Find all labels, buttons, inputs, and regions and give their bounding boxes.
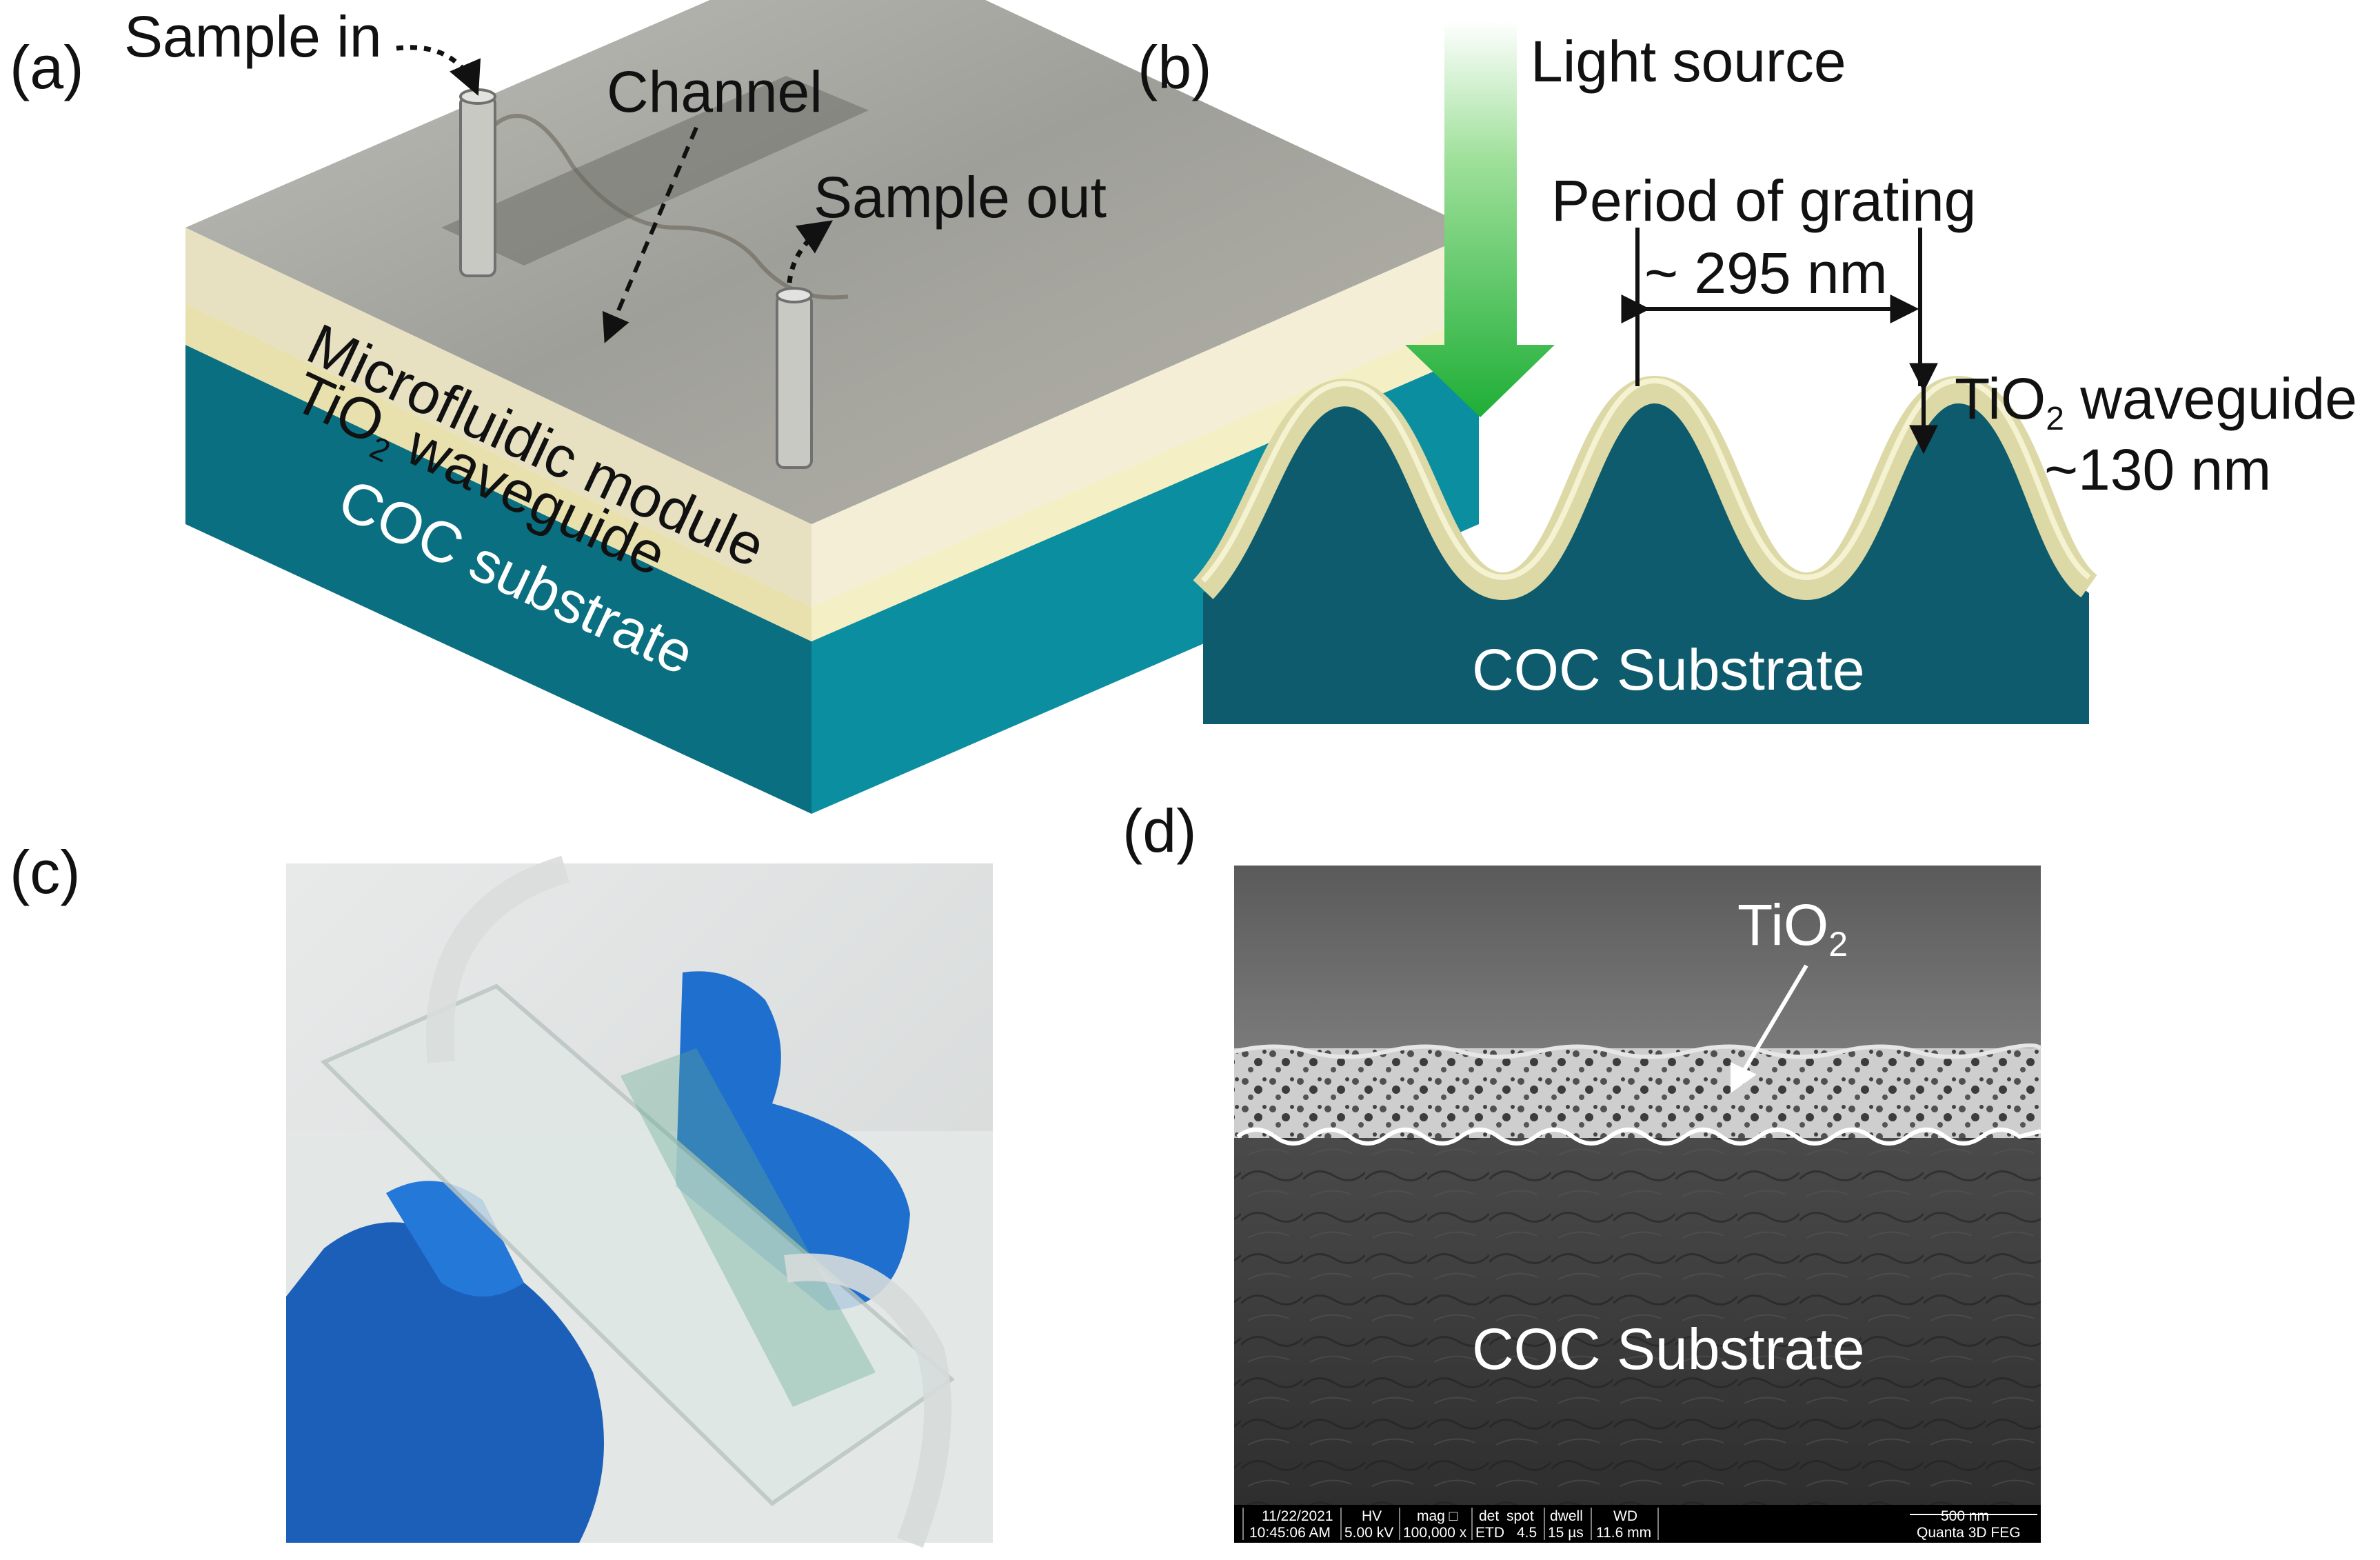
- sample-out-arrow: [787, 220, 834, 283]
- sem-time: 10:45:06 AM: [1249, 1525, 1331, 1541]
- sem-hv-label: HV: [1362, 1508, 1382, 1524]
- microfluidic-module-front: [811, 231, 1479, 607]
- sem-dwell: 15 µs: [1548, 1525, 1584, 1541]
- panel-b-label: (b): [1138, 33, 1212, 101]
- period-value-label: ~ 295 nm: [1644, 241, 1888, 306]
- panel-c: (c): [10, 838, 993, 1548]
- panel-b: (b) Light source COC Substrate Period of…: [1138, 21, 2357, 724]
- coc-substrate-side: [185, 345, 811, 814]
- sem-tio2-pointer-head: [1731, 1062, 1757, 1093]
- panel-c-label: (c): [10, 838, 81, 906]
- sem-instrument: Quanta 3D FEG: [1917, 1525, 2021, 1541]
- panel-d-label: (d): [1122, 797, 1197, 865]
- thickness-value-label: ~130 nm: [2044, 437, 2271, 502]
- sem-det-label: det: [1479, 1508, 1499, 1524]
- tio2-grating-highlight: [1201, 377, 2091, 583]
- tio2-layer-side: [185, 303, 811, 641]
- channel-wave-crest: [481, 114, 849, 300]
- light-source-arrow: [1405, 21, 1555, 417]
- sem-databar: [1234, 1505, 2041, 1543]
- sem-tio2-layer: [1234, 1048, 2041, 1138]
- channel-arrow: [602, 126, 698, 343]
- period-of-grating-label: Period of grating: [1551, 168, 1976, 233]
- sem-tio2-label: TiO2: [1737, 892, 1848, 963]
- sem-spot: 4.5: [1517, 1525, 1537, 1541]
- microfluidic-module-top: [185, 0, 1479, 524]
- sem-databar-cells: 11/22/2021 10:45:06 AM HV 5.00 kV mag □ …: [1242, 1508, 2037, 1541]
- inlet-tube: [459, 95, 496, 277]
- sample-out-label: Sample out: [814, 165, 1107, 230]
- tio2-grating-coating: [1193, 376, 2098, 600]
- outlet-tube: [776, 294, 813, 469]
- outlet-tubing: [784, 1253, 951, 1548]
- sem-scale-label: 500 nm: [1941, 1508, 1989, 1524]
- sample-in-label: Sample in: [124, 4, 382, 69]
- sem-tio2-surface-edge: [1233, 1043, 2043, 1059]
- sem-wd-label: WD: [1613, 1508, 1637, 1524]
- tio2-waveguide-label-b: TiO2 waveguide: [1955, 366, 2357, 437]
- sem-tio2-pointer: [1739, 964, 1808, 1077]
- sem-hv: 5.00 kV: [1344, 1525, 1393, 1541]
- glove-finger: [386, 1181, 524, 1297]
- sem-mag: 100,000 x: [1403, 1525, 1467, 1541]
- glove-lower: [286, 1222, 604, 1543]
- sem-wd: 11.6 mm: [1596, 1525, 1651, 1541]
- sample-in-arrow: [396, 45, 481, 97]
- sem-dwell-label: dwell: [1550, 1508, 1583, 1524]
- channel-label: Channel: [607, 59, 823, 124]
- inlet-tube-top: [459, 88, 496, 105]
- microfluidic-module-side: [185, 228, 811, 607]
- sem-tio2-layer-base: [1234, 1048, 2041, 1138]
- sem-spot-label: spot: [1506, 1508, 1534, 1524]
- channel-band: [441, 76, 869, 266]
- sem-det: ETD: [1475, 1525, 1504, 1541]
- panel-a-label: (a): [10, 33, 84, 101]
- outlet-tube-top: [776, 287, 813, 303]
- sem-date: 11/22/2021: [1262, 1508, 1333, 1524]
- sem-vacuum-region: [1234, 866, 2041, 1048]
- sem-interface-line: [1236, 1128, 2041, 1146]
- sem-mag-label: mag □: [1417, 1508, 1458, 1524]
- sem-substrate-label: COC Substrate: [1472, 1317, 1865, 1381]
- inlet-tubing: [426, 855, 569, 1063]
- sem-substrate-texture: [1234, 1138, 2041, 1505]
- chip-waveguide-region: [621, 1048, 876, 1407]
- coc-substrate-label-b: COC Substrate: [1472, 637, 1865, 702]
- light-source-label: Light source: [1531, 29, 1846, 94]
- panel-d: (d) TiO2 COC Substrate 11/22/2021 10:45:…: [1122, 797, 2043, 1543]
- grating-substrate: [1203, 396, 2089, 724]
